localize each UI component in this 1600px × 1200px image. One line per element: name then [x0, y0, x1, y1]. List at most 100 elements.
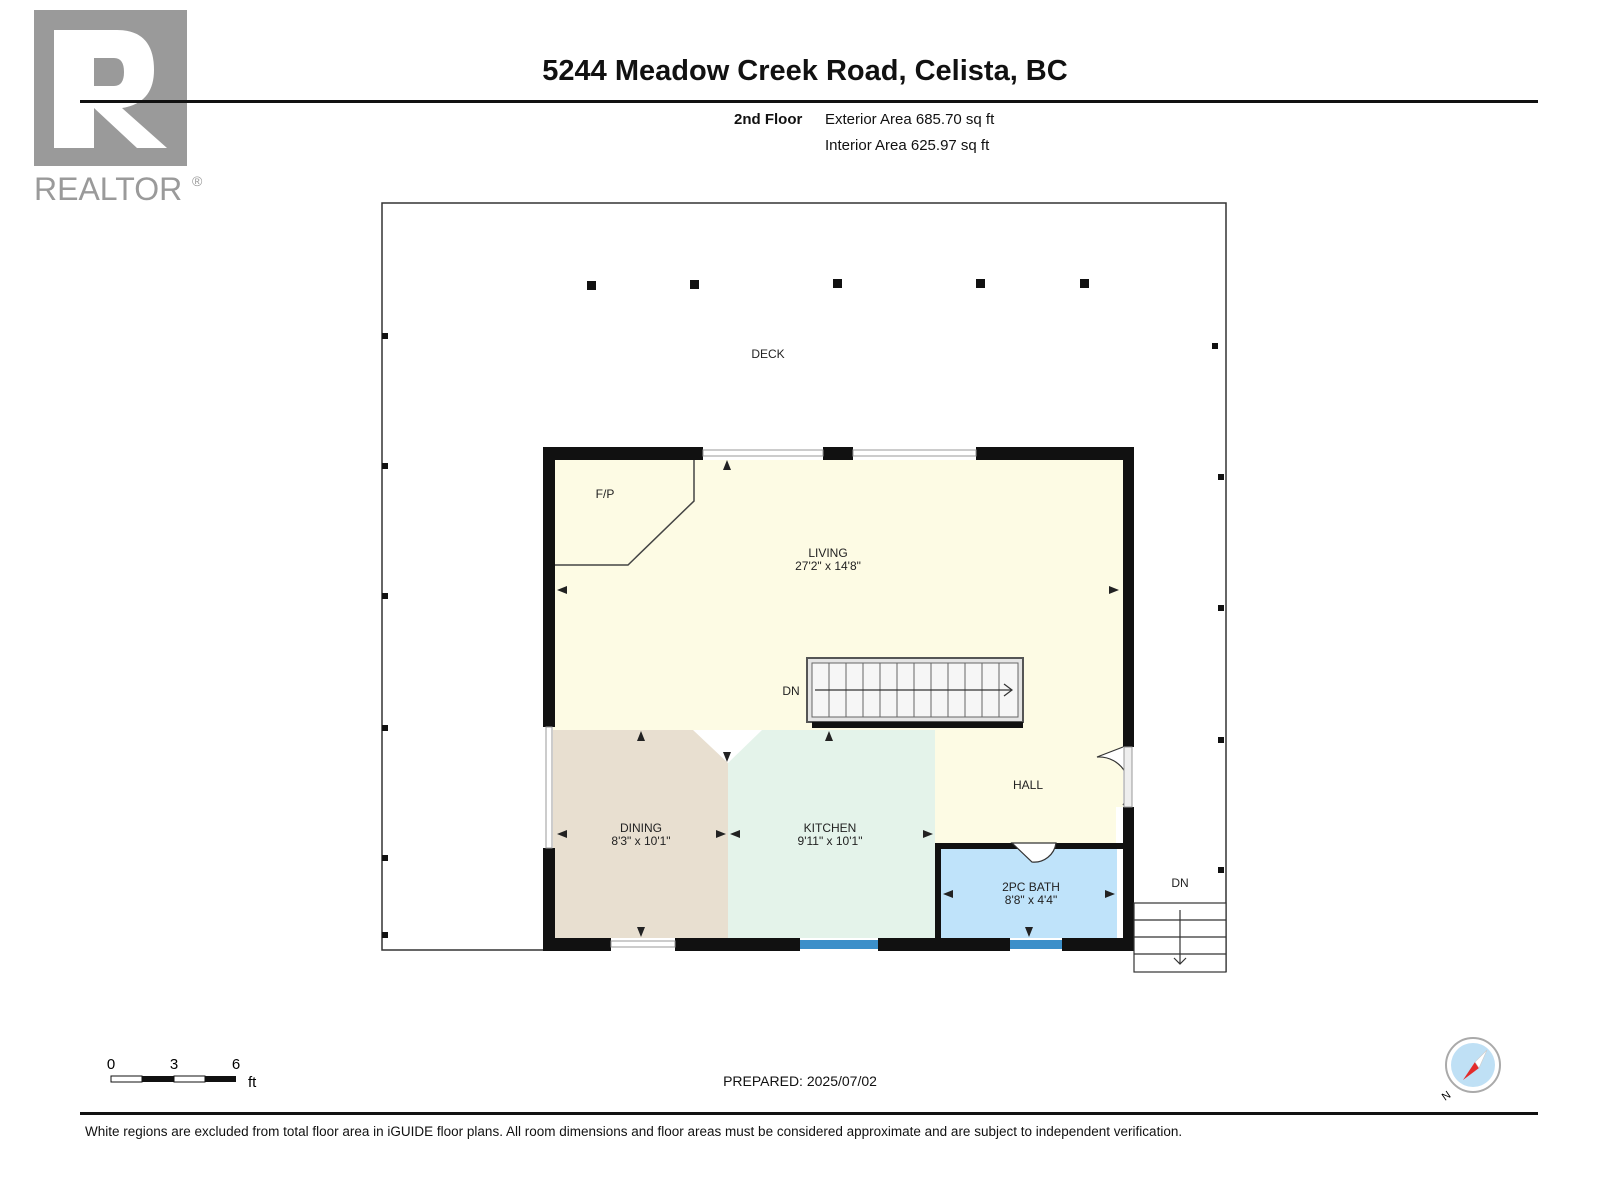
window-bath — [1010, 940, 1062, 949]
arrow-up-icon — [637, 731, 645, 741]
wall — [543, 938, 611, 951]
page-title: 5244 Meadow Creek Road, Celista, BC — [542, 55, 1068, 87]
wall — [1123, 447, 1134, 747]
stairs-down-label: DN — [782, 684, 799, 698]
deck-post — [1218, 867, 1224, 873]
scale-tick-0: 0 — [107, 1056, 115, 1073]
compass-icon: N — [1440, 1037, 1501, 1103]
bath-label: 2PC BATH — [1002, 880, 1060, 894]
living-label: LIVING — [808, 546, 847, 560]
deck-post — [1080, 279, 1089, 288]
arrow-left-icon — [557, 830, 567, 838]
hall-label: HALL — [1013, 778, 1043, 792]
realtor-registered-mark: ® — [192, 173, 203, 189]
deck-post — [382, 855, 388, 861]
wall — [1123, 807, 1134, 951]
arrow-left-icon — [557, 586, 567, 594]
openings — [545, 449, 1133, 949]
wall — [543, 447, 555, 727]
header-divider — [80, 100, 1538, 103]
fireplace-outline — [553, 460, 695, 566]
deck-post — [833, 279, 842, 288]
deck-post — [1218, 737, 1224, 743]
exterior-stairs — [1133, 902, 1227, 973]
deck-post — [382, 725, 388, 731]
kitchen-area — [728, 730, 935, 938]
arrow-right-icon — [716, 830, 726, 838]
arrow-right-icon — [1109, 586, 1119, 594]
arrow-up-icon — [825, 731, 833, 741]
door-swing-bath — [1010, 842, 1057, 863]
scale-segment — [142, 1076, 174, 1082]
wall — [878, 938, 1010, 951]
deck-outline — [381, 202, 1227, 972]
wall — [976, 447, 1134, 460]
wall — [675, 938, 800, 951]
arrow-down-icon — [637, 927, 645, 937]
living-area — [553, 460, 1123, 845]
arrow-right-icon — [1105, 890, 1115, 898]
dimension-arrows — [557, 460, 1119, 937]
arrow-down-icon — [723, 752, 731, 762]
arrow-right-icon — [923, 830, 933, 838]
deck-posts — [382, 279, 1224, 938]
fireplace-label: F/P — [596, 487, 615, 501]
wall — [543, 848, 555, 951]
deck-label: DECK — [751, 347, 784, 361]
realtor-logo: REALTOR ® — [34, 10, 203, 207]
wall — [935, 843, 941, 940]
prepared-date: PREPARED: 2025/07/02 — [723, 1073, 877, 1089]
exterior-stairs-label: DN — [1171, 876, 1188, 890]
footer-divider — [80, 1112, 1538, 1115]
arrow-left-icon — [943, 890, 953, 898]
deck-post — [587, 281, 596, 290]
deck-post — [690, 280, 699, 289]
scale-bar: 0 3 6 ft — [107, 1056, 257, 1091]
deck-post — [976, 279, 985, 288]
floor-label: 2nd Floor — [734, 111, 803, 128]
arrow-head-icon — [1003, 683, 1013, 697]
dining-area — [553, 730, 728, 938]
living-dimensions: 27'2" x 14'8" — [795, 559, 861, 573]
sliding-door-right — [852, 449, 977, 457]
interior-stairs — [806, 657, 1024, 728]
compass-needle-north — [1463, 1062, 1479, 1080]
kitchen-dimensions: 9'11" x 10'1" — [798, 834, 863, 848]
deck-post — [382, 593, 388, 599]
hall-door-opening — [1123, 746, 1133, 808]
disclaimer-text: White regions are excluded from total fl… — [85, 1124, 1183, 1139]
arrow-down-icon — [1025, 927, 1033, 937]
bath-area — [941, 849, 1117, 938]
deck-post — [382, 333, 388, 339]
compass-needle-south — [1474, 1049, 1488, 1069]
compass-north-label: N — [1440, 1089, 1453, 1103]
arrow-left-icon — [730, 830, 740, 838]
window-dining — [545, 726, 553, 849]
deck-post — [1218, 605, 1224, 611]
dining-label: DINING — [620, 821, 662, 835]
wall — [543, 447, 703, 460]
dining-dimensions: 8'3" x 10'1" — [611, 834, 670, 848]
interior-area: Interior Area 625.97 sq ft — [825, 137, 990, 154]
scale-tick-6: 6 — [232, 1056, 240, 1073]
deck-post — [1212, 343, 1218, 349]
exterior-area: Exterior Area 685.70 sq ft — [825, 111, 995, 128]
deck-post — [382, 932, 388, 938]
window-kitchen — [800, 940, 878, 949]
realtor-r-icon — [54, 30, 167, 148]
arrow-up-icon — [723, 460, 731, 470]
scale-tick-3: 3 — [170, 1056, 178, 1073]
sliding-door-left — [702, 449, 824, 457]
arrow-down-icon — [1173, 957, 1187, 965]
realtor-wordmark: REALTOR — [34, 171, 182, 207]
door-opening — [610, 940, 676, 948]
deck-post — [1218, 474, 1224, 480]
wall — [1062, 938, 1134, 951]
scale-segment — [205, 1076, 236, 1082]
wall — [823, 447, 853, 460]
scale-unit: ft — [248, 1074, 257, 1091]
deck-post — [382, 463, 388, 469]
bath-dimensions: 8'8" x 4'4" — [1005, 893, 1057, 907]
stairs-wall — [812, 722, 1023, 728]
